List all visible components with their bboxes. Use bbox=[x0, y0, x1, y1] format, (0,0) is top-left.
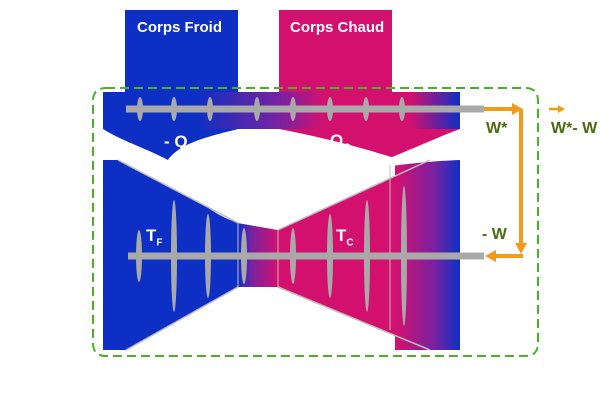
hot-temperature-label: TC bbox=[336, 226, 354, 249]
top-blades bbox=[137, 97, 405, 121]
bottom-blades bbox=[136, 186, 407, 326]
cold-heat-label: - QC bbox=[164, 132, 195, 155]
neg-w-label: - W bbox=[482, 226, 507, 243]
cold-heat-arrow-icon bbox=[166, 158, 192, 187]
cold-temperature-label: TF bbox=[146, 226, 163, 249]
net-work-label: W*- W bbox=[551, 120, 598, 137]
right-void bbox=[350, 129, 460, 172]
cold-reservoir-label: Corps Froid bbox=[137, 19, 222, 36]
system-boundary bbox=[92, 87, 539, 357]
center-void bbox=[168, 129, 350, 230]
left-void bbox=[103, 129, 168, 160]
work-arrows bbox=[484, 103, 565, 262]
cold-reservoir bbox=[125, 10, 238, 92]
w-star-label: W* bbox=[486, 120, 508, 137]
hot-heat-arrow-icon bbox=[328, 160, 354, 190]
hot-heat-label: QC bbox=[330, 131, 351, 154]
hot-reservoir bbox=[279, 10, 392, 92]
hot-reservoir-label: Corps Chaud bbox=[290, 19, 385, 36]
